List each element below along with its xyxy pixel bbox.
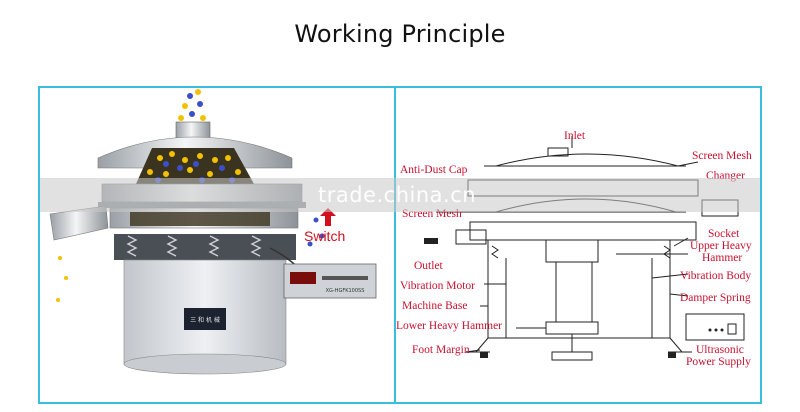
label-socket: Socket — [708, 228, 740, 240]
label-machine-base: Machine Base — [402, 300, 468, 312]
label-upper-heavy-hammer-1: Upper Heavy — [690, 240, 752, 252]
label-screen-mesh-changer-1: Screen Mesh — [692, 150, 752, 162]
base-nameplate: 三 和 机 械 — [190, 316, 220, 324]
switch-arrow-icon — [320, 208, 336, 226]
watermark-text: trade.china.cn — [318, 183, 477, 207]
sieve-machine-drawing: 三 和 机 械 XG-HGFK100SS — [49, 89, 377, 375]
label-vibration-motor: Vibration Motor — [400, 280, 476, 292]
label-foot-margin: Foot Margin — [412, 344, 470, 356]
machine-illustration-panel: 三 和 机 械 XG-HGFK100SS — [40, 88, 394, 402]
label-upper-heavy-hammer-2: Hammer — [702, 252, 743, 264]
watermark-band — [40, 178, 760, 212]
label-inlet: Inlet — [564, 130, 586, 142]
label-outlet: Outlet — [414, 260, 443, 272]
controller-model: XG-HGFK100SS — [326, 288, 365, 294]
page-title: Working Principle — [294, 20, 506, 48]
diagram-frame — [38, 86, 762, 404]
ultrasonic-box — [685, 313, 745, 341]
panel-divider — [394, 86, 396, 404]
label-lower-heavy-hammer: Lower Heavy Hammer — [396, 320, 503, 332]
switch-label: Switch — [304, 228, 346, 244]
control-box[interactable]: XG-HGFK100SS — [283, 263, 377, 299]
label-vibration-body: Vibration Body — [680, 270, 752, 282]
label-ultrasonic-1: Ultrasonic — [696, 344, 744, 356]
schematic-panel: Inlet Screen Mesh Changer Anti-Dust Cap … — [396, 88, 760, 402]
label-ultrasonic-2: Power Supply — [686, 356, 751, 368]
label-anti-dust-cap: Anti-Dust Cap — [400, 164, 468, 176]
label-damper-spring: Damper Spring — [680, 292, 751, 304]
